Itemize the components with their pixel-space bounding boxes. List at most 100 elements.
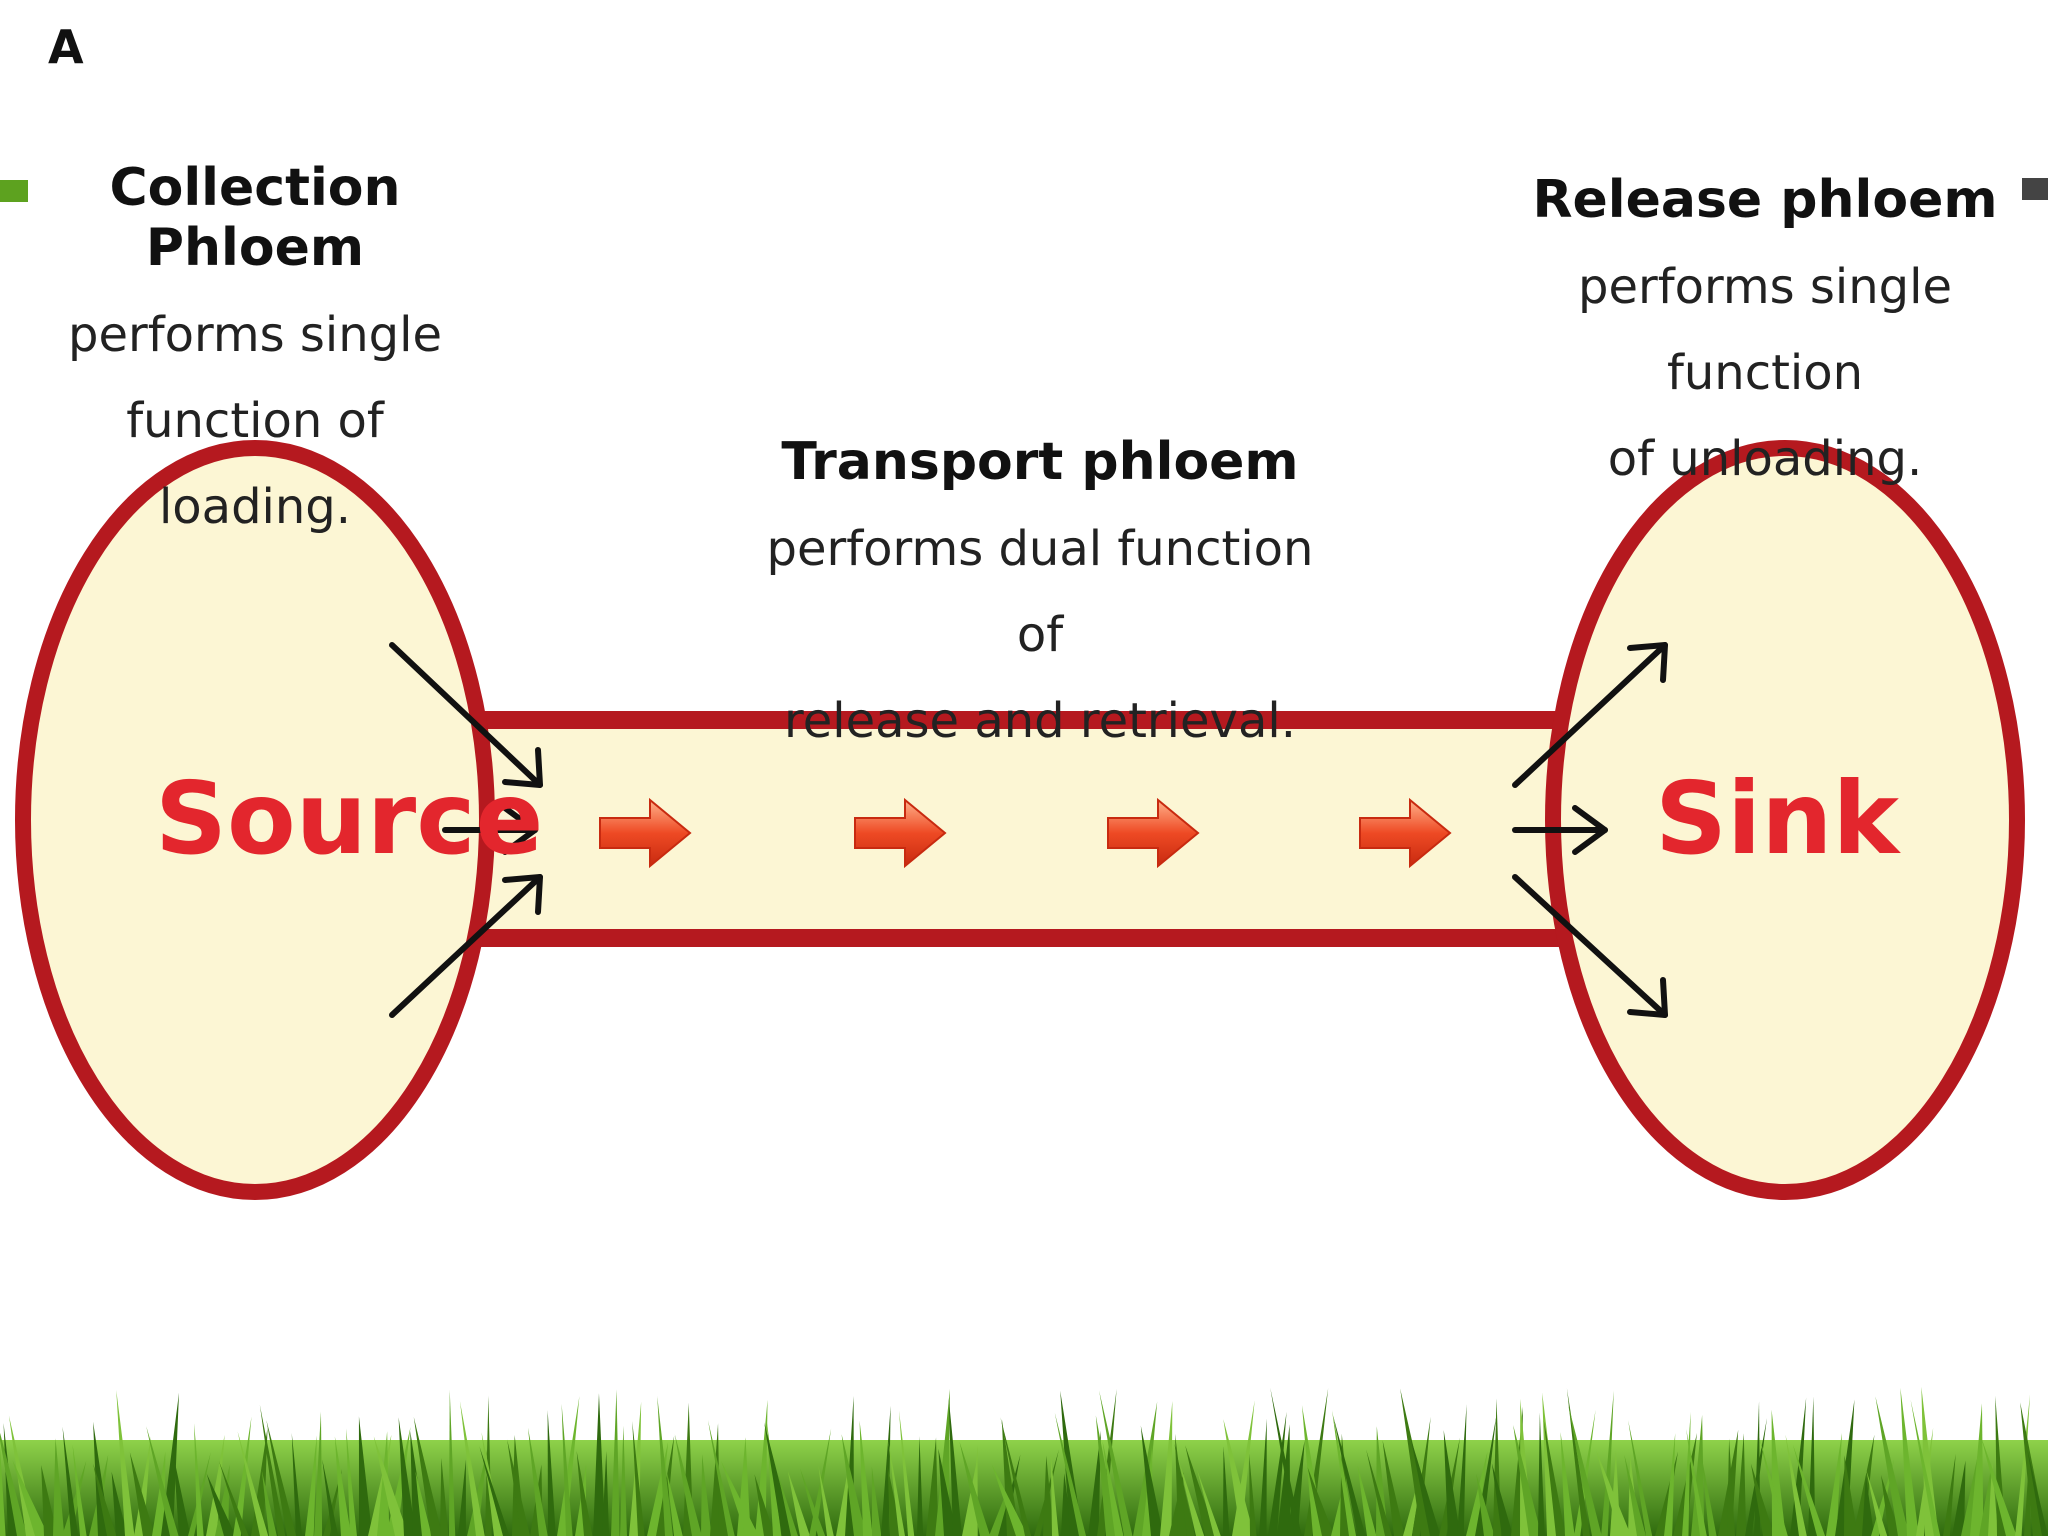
grass-blade	[800, 1468, 826, 1536]
grass-blade	[1382, 1440, 1405, 1536]
collection-phloem-label: Collection Phloem performs single functi…	[40, 158, 470, 550]
grass-blade	[666, 1471, 683, 1536]
transport-phloem-line2: release and retrieval.	[784, 693, 1296, 749]
grass-blade	[1197, 1469, 1221, 1536]
flow-arrow-4	[1359, 797, 1452, 869]
grass-blade	[305, 1435, 317, 1536]
release-phloem-label: Release phloem performs single function …	[1500, 170, 2030, 502]
grass-blade	[602, 1451, 610, 1536]
grass-blade	[12, 1460, 49, 1536]
grass-blade	[1970, 1403, 1984, 1536]
grass-blade	[1601, 1390, 1614, 1536]
grass-blade	[1060, 1390, 1084, 1536]
unloading-arrow-middle	[1512, 805, 1608, 855]
grass-blade	[1277, 1424, 1291, 1536]
grass-blade	[1054, 1412, 1087, 1536]
grass-blade	[458, 1459, 466, 1536]
grass-blade	[261, 1470, 277, 1536]
flow-arrow-1	[599, 797, 692, 869]
grass-blade	[1259, 1418, 1267, 1536]
grass-blade	[507, 1439, 531, 1536]
collection-phloem-title: Collection Phloem	[109, 158, 401, 278]
grass-blade	[266, 1419, 297, 1536]
grass-blade	[1560, 1432, 1575, 1536]
grass-blade	[53, 1438, 65, 1536]
grass-blade	[237, 1431, 269, 1536]
grass-blade	[1691, 1414, 1705, 1536]
grass-blade	[1866, 1469, 1888, 1536]
grass-blade	[206, 1473, 236, 1536]
grass-blade	[888, 1440, 906, 1536]
grass-blade	[134, 1436, 151, 1536]
panel-letter: A	[48, 20, 84, 74]
grass-blade	[527, 1427, 548, 1536]
grass-blade	[259, 1404, 286, 1536]
loading-arrow-lower	[389, 874, 543, 1018]
grass-blade	[1140, 1425, 1164, 1536]
grass-blade	[1249, 1453, 1257, 1536]
release-phloem-line1: performs single function	[1577, 259, 1952, 401]
grass-blade	[1792, 1444, 1826, 1536]
grass-blade	[778, 1474, 798, 1536]
grass-blade	[1050, 1453, 1059, 1536]
grass-blade	[449, 1389, 456, 1536]
flow-arrow-3	[1107, 797, 1200, 869]
grass-blade	[1701, 1455, 1717, 1536]
grass-blade	[926, 1437, 939, 1536]
grass-blade	[1185, 1445, 1217, 1536]
grass-blade	[89, 1454, 109, 1536]
grass-blade	[1826, 1432, 1842, 1536]
grass-blade	[1759, 1437, 1788, 1536]
grass-blade	[1268, 1411, 1287, 1536]
grass-blade	[173, 1456, 191, 1536]
grass-blade	[1961, 1444, 1981, 1536]
loading-arrow-middle	[442, 805, 538, 855]
grass-blade	[593, 1393, 606, 1536]
grass-blade	[1853, 1434, 1875, 1536]
grass-blade	[1443, 1430, 1461, 1536]
grass-blade	[415, 1471, 432, 1536]
grass-blade	[129, 1452, 155, 1536]
grass-blade	[93, 1421, 111, 1536]
grass-blade	[1491, 1463, 1514, 1536]
grass-blade	[991, 1463, 1028, 1536]
grass-blade	[1476, 1473, 1495, 1536]
grass-blade	[291, 1432, 303, 1536]
grass-blade	[755, 1399, 768, 1536]
grass-blade	[116, 1390, 135, 1536]
grass-blade	[218, 1460, 249, 1536]
grass-blade	[1511, 1406, 1523, 1536]
grass-blade	[1900, 1387, 1919, 1536]
grass-blade	[373, 1436, 409, 1536]
grass-blade	[561, 1403, 573, 1536]
grass-blade	[1513, 1425, 1542, 1536]
grass-blade	[1304, 1388, 1329, 1536]
grass-blade	[1790, 1397, 1807, 1536]
grass-blade	[887, 1466, 903, 1536]
transport-phloem-title: Transport phloem	[781, 432, 1299, 492]
grass-blade	[1366, 1449, 1392, 1536]
grass-blade	[620, 1425, 627, 1536]
grass-blade	[1568, 1404, 1602, 1536]
grass-blade	[1979, 1467, 1992, 1536]
grass-blade	[1871, 1459, 1895, 1536]
grass-blade	[1410, 1438, 1441, 1536]
grass-blade	[1543, 1419, 1566, 1536]
grass-blade	[707, 1420, 735, 1536]
grass-blade	[479, 1446, 510, 1536]
grass-blade	[576, 1451, 593, 1536]
grass-blade	[1844, 1455, 1858, 1536]
grass-blade	[1102, 1441, 1124, 1536]
grass-blade	[152, 1451, 166, 1536]
grass-blade	[1875, 1396, 1910, 1536]
grass-footer	[0, 1386, 2048, 1536]
grass-blade	[1664, 1433, 1676, 1536]
grass-blade	[358, 1416, 373, 1536]
grass-blade	[1745, 1418, 1767, 1536]
grass-blade	[1862, 1475, 1875, 1536]
grass-blade	[611, 1389, 620, 1536]
grass-blade	[1988, 1462, 1999, 1536]
grass-blade	[1223, 1419, 1255, 1536]
grass-blade	[1538, 1412, 1545, 1536]
